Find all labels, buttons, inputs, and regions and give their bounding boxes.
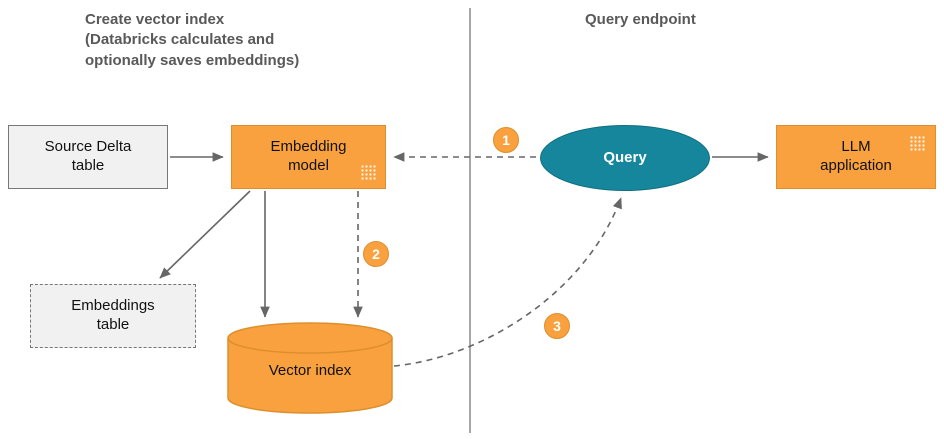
embedding-model-label: Embedding model [270, 138, 347, 174]
query-label: Query [603, 148, 647, 166]
model-sparkle-icon [909, 135, 926, 152]
arrow-embedding-to-embeddings-table [159, 190, 251, 279]
node-embedding-model: Embedding model [231, 125, 386, 189]
step-badge-3: 3 [544, 313, 570, 339]
step-badge-2: 2 [363, 241, 389, 267]
source-delta-table-label: Source Delta table [44, 138, 132, 174]
cylinder-body [227, 338, 393, 414]
left-section-title: Create vector index (Databricks calculat… [85, 11, 300, 69]
node-source-delta-table: Source Delta table [8, 125, 168, 189]
llm-application-label: LLM application [820, 138, 892, 174]
node-embeddings-table: Embeddings table [30, 284, 196, 348]
vector-index-cylinder [227, 322, 393, 414]
node-query: Query [540, 125, 710, 191]
arrow-vector-index-to-query-dashed [393, 197, 622, 367]
right-section-title: Query endpoint [585, 11, 696, 28]
model-sparkle-icon [360, 164, 377, 181]
node-llm-application: LLM application [776, 125, 936, 189]
cylinder-top [227, 322, 393, 354]
embeddings-table-label: Embeddings table [71, 297, 155, 333]
step-badge-1: 1 [493, 127, 519, 153]
vector-index-label: Vector index [268, 362, 352, 379]
